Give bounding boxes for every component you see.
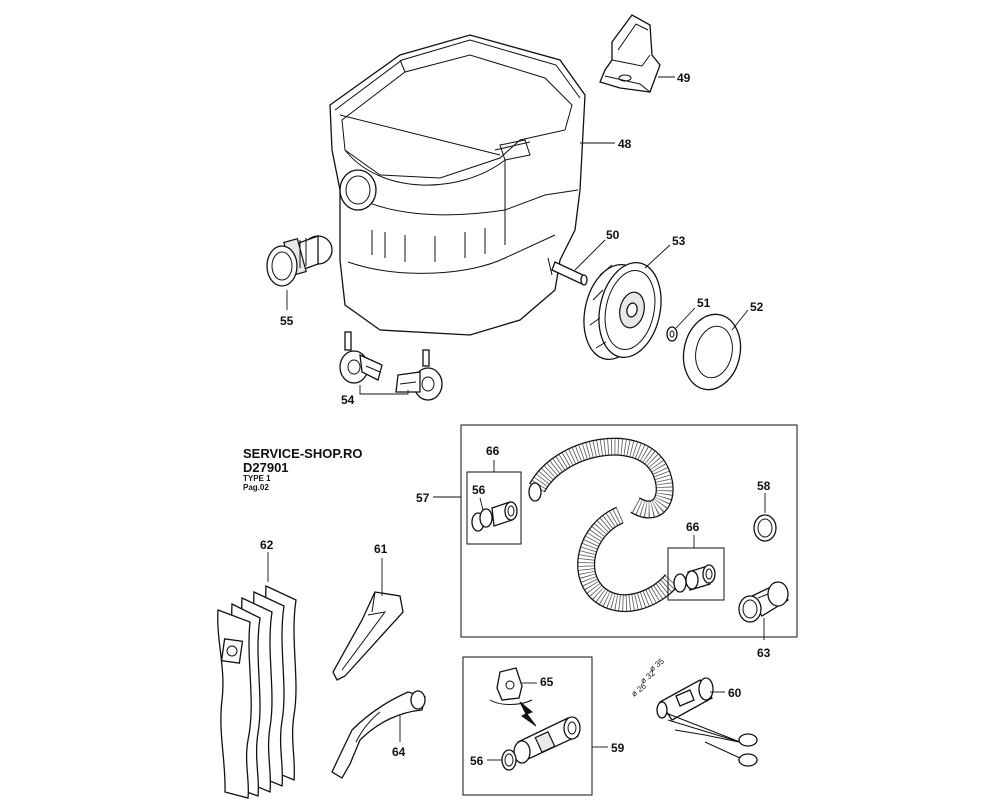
label-50: 50 [606, 228, 620, 242]
label-51: 51 [697, 296, 711, 310]
page-label: Pag.02 [243, 483, 269, 492]
hose-kit-frame [460, 424, 798, 638]
label-49: 49 [677, 71, 691, 85]
label-54: 54 [341, 393, 355, 407]
cuff-set-frame-right [667, 547, 725, 601]
label-66-left: 66 [486, 444, 500, 458]
label-48: 48 [618, 137, 632, 151]
label-65: 65 [540, 675, 554, 689]
wheel [583, 261, 662, 361]
label-57: 57 [416, 491, 430, 505]
container-tank [329, 34, 586, 336]
label-64: 64 [392, 745, 406, 759]
hose-cuff-set-left [471, 501, 518, 532]
type-label: TYPE 1 [243, 474, 271, 483]
seal-ring [753, 514, 777, 542]
hose-adapter [738, 581, 789, 623]
label-52: 52 [750, 300, 764, 314]
inlet-adapter [266, 235, 333, 287]
curved-extension-wand [331, 690, 426, 779]
model-number: D27901 [243, 460, 289, 475]
label-62: 62 [260, 538, 274, 552]
label-61: 61 [374, 542, 388, 556]
label-56-lower: 56 [470, 754, 484, 768]
filter-bags [217, 585, 297, 799]
label-66-right: 66 [686, 520, 700, 534]
swivel-castors [339, 331, 443, 401]
label-56-upper: 56 [472, 483, 486, 497]
suction-hose [528, 437, 679, 613]
universal-adapter-with-scissors [656, 677, 758, 767]
hose-cuff-set-right [673, 564, 716, 593]
label-59: 59 [611, 741, 625, 755]
label-55: 55 [280, 314, 294, 328]
header-block: SERVICE-SHOP.RO D27901 TYPE 1 Pag.02 [243, 446, 362, 492]
crevice-tool [332, 591, 404, 681]
label-53: 53 [672, 234, 686, 248]
diameter-markings: ø 35 ø 32 ø 26 [630, 656, 667, 698]
hose-holder-bracket [599, 14, 661, 93]
label-58: 58 [757, 479, 771, 493]
retaining-clip [666, 326, 678, 342]
power-tool-adapter-frame [462, 656, 593, 796]
label-63: 63 [757, 646, 771, 660]
wheel-axle [551, 261, 588, 286]
shop-name: SERVICE-SHOP.RO [243, 446, 362, 461]
label-60: 60 [728, 686, 742, 700]
hub-cap [682, 313, 742, 391]
power-tool-adapter [489, 667, 581, 771]
